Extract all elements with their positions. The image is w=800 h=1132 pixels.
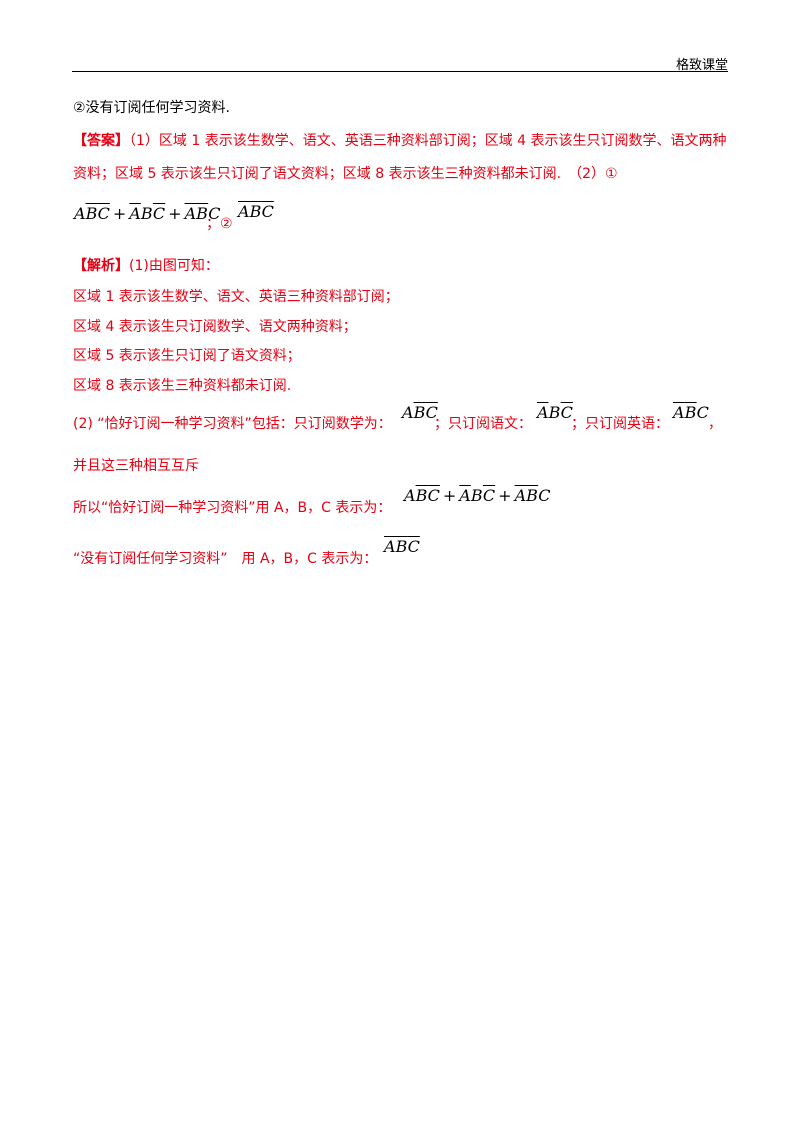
analysis-line-3: 区域 5 表示该生只订阅了语文资料； — [73, 348, 301, 364]
exactly-one-expression: ABC+ABC+ABC — [404, 486, 551, 505]
analysis-p2-line-4: “没有订阅任何学习资料” 用 A，B，C 表示为： — [73, 551, 378, 567]
only-math-expression: ABC — [402, 403, 438, 422]
answer-line-1: 【答案】（1）区域 1 表示该生数学、语文、英语三种资料部订阅；区域 4 表示该… — [73, 131, 727, 151]
analysis-p2-c: ；只订阅英语： — [571, 416, 669, 432]
answer-expression-2: ABC — [238, 202, 274, 221]
header-rule — [72, 71, 728, 72]
analysis-p2-line-2: 并且这三种相互互斥 — [73, 458, 199, 474]
only-chinese-expression: ABC — [537, 403, 573, 422]
only-english-expression: ABC — [673, 403, 709, 422]
analysis-intro-line: 【解析】(1)由图可知： — [73, 256, 219, 276]
answer-tag: 【答案】 — [73, 133, 129, 149]
analysis-line-2: 区域 4 表示该生只订阅数学、语文两种资料； — [73, 319, 357, 335]
analysis-line-4: 区域 8 表示该生三种资料都未订阅. — [73, 378, 292, 394]
analysis-line-1: 区域 1 表示该生数学、语文、英语三种资料部订阅； — [73, 289, 399, 305]
answer-expression-1: ABC+ABC+ABC — [74, 204, 221, 223]
none-expression: ABC — [384, 537, 420, 556]
analysis-p2-d: ， — [708, 416, 722, 432]
analysis-tag: 【解析】 — [73, 258, 129, 274]
answer-text-1: （1）区域 1 表示该生数学、语文、英语三种资料部订阅；区域 4 表示该生只订阅… — [129, 133, 727, 149]
item-2-text: ②没有订阅任何学习资料. — [73, 100, 231, 116]
answer-line-2: 资料；区域 5 表示该生只订阅了语文资料；区域 8 表示该生三种资料都未订阅. … — [73, 166, 618, 182]
analysis-intro: (1)由图可知： — [129, 258, 219, 274]
answer-separator: ；② — [206, 216, 233, 232]
analysis-p2-b: ；只订阅语文： — [434, 416, 532, 432]
analysis-p2-a: (2) “恰好订阅一种学习资料”包括：只订阅数学为： — [73, 416, 392, 432]
analysis-p2-line-3: 所以“恰好订阅一种学习资料”用 A，B，C 表示为： — [73, 500, 392, 516]
header-brand: 格致课堂 — [675, 58, 728, 73]
